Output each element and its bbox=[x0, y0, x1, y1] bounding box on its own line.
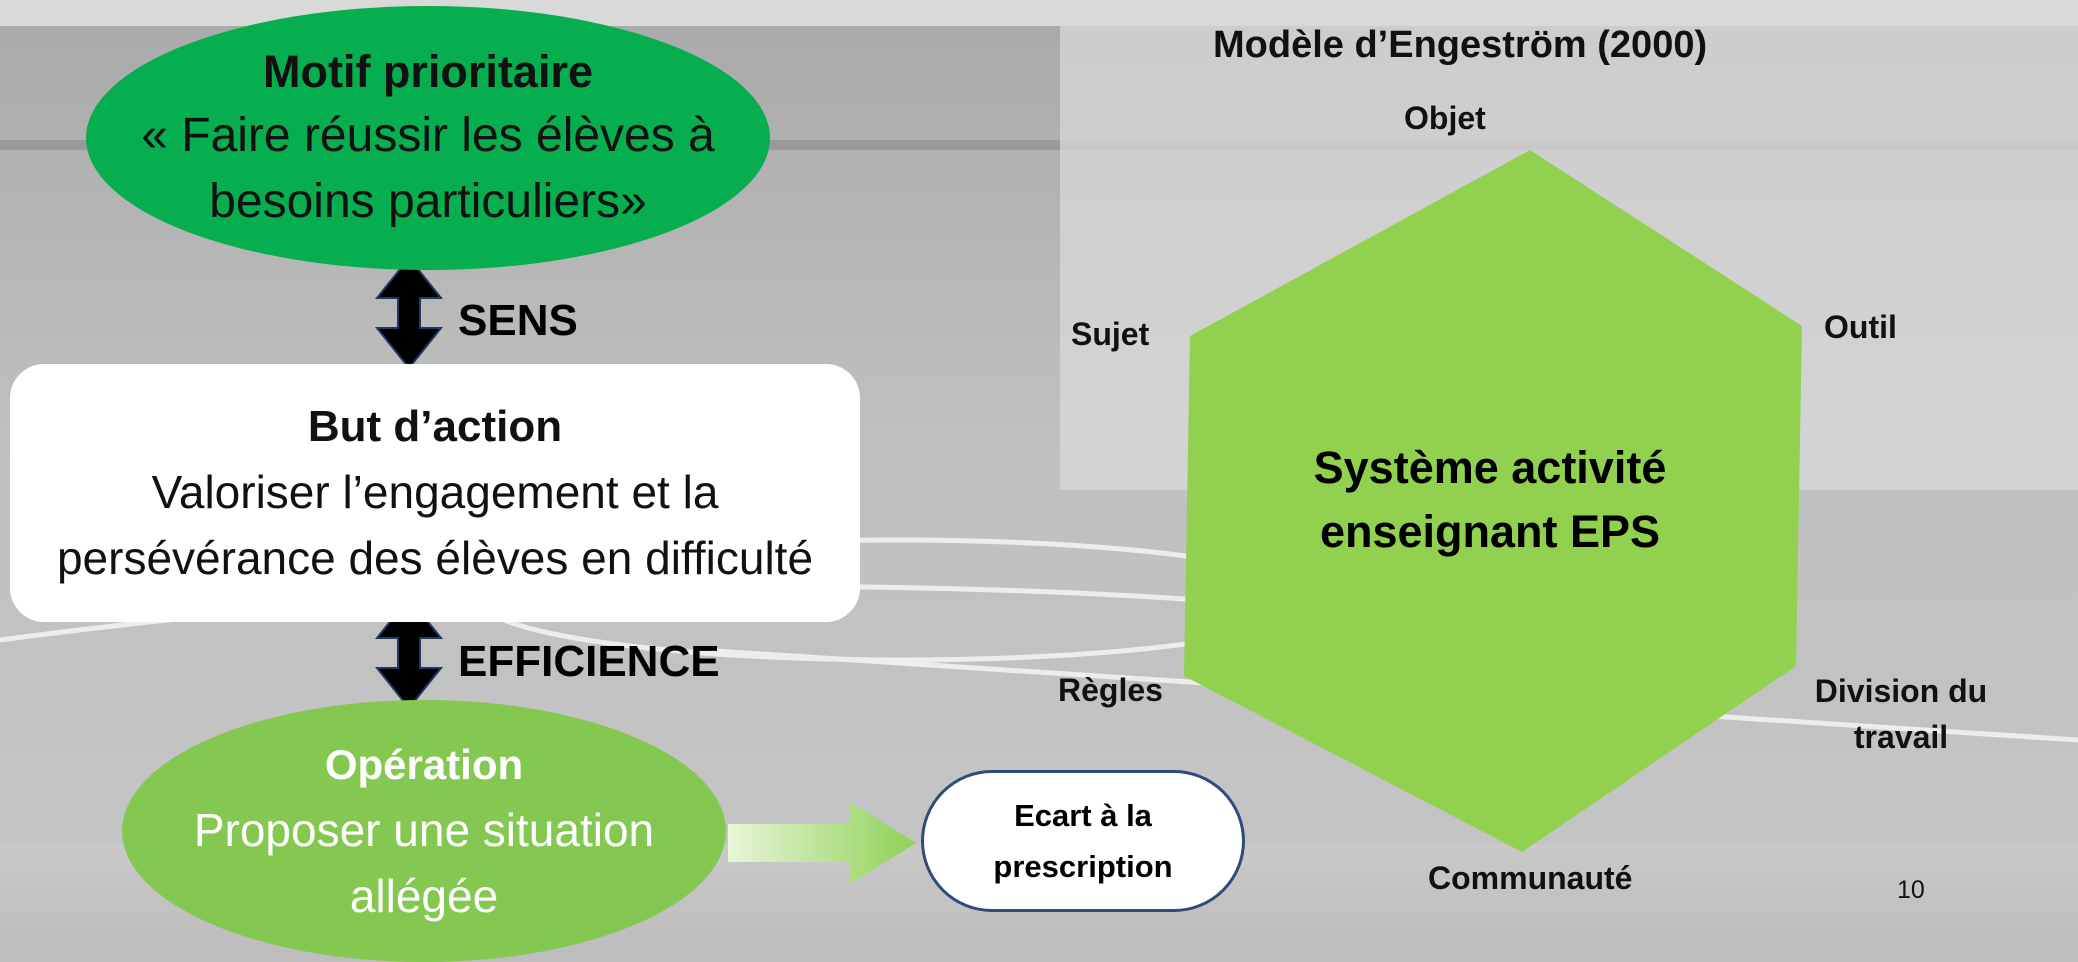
label-regles: Règles bbox=[1058, 672, 1163, 708]
ecart-line2: prescription bbox=[993, 849, 1173, 884]
sens-label: SENS bbox=[458, 296, 578, 345]
but-line2: persévérance des élèves en difficulté bbox=[56, 532, 814, 584]
motif-title: Motif prioritaire bbox=[262, 46, 593, 97]
operation-ellipse: Opération Proposer une situation allégée bbox=[122, 700, 726, 962]
page-number: 10 bbox=[1897, 876, 1925, 904]
motif-ellipse: Motif prioritaire « Faire réussir les él… bbox=[86, 6, 770, 270]
label-division-line2: travail bbox=[1853, 719, 1949, 755]
efficience-label: EFFICIENCE bbox=[458, 637, 720, 686]
label-division-du-travail: Division du travail bbox=[1806, 668, 1996, 760]
label-objet: Objet bbox=[1404, 100, 1486, 136]
hexagon-line2: enseignant EPS bbox=[1319, 506, 1661, 557]
motif-line1: « Faire réussir les élèves à bbox=[141, 109, 715, 162]
operation-title: Opération bbox=[324, 741, 524, 788]
operation-line2: allégée bbox=[349, 870, 499, 922]
hexagon-label: Système activité enseignant EPS bbox=[1220, 436, 1760, 564]
label-outil: Outil bbox=[1824, 309, 1897, 345]
sens-double-arrow bbox=[374, 256, 444, 370]
model-title: Modèle d’Engeström (2000) bbox=[1213, 24, 1708, 66]
hexagon-line1: Système activité bbox=[1313, 442, 1667, 493]
ecart-prescription-box: Ecart à la prescription bbox=[921, 770, 1245, 912]
but-line1: Valoriser l’engagement et la bbox=[151, 466, 719, 518]
activity-system-hexagon bbox=[1184, 150, 1802, 852]
label-sujet: Sujet bbox=[1071, 316, 1150, 352]
but-action-box: But d’action Valoriser l’engagement et l… bbox=[10, 364, 860, 622]
ecart-line1: Ecart à la bbox=[1014, 798, 1152, 833]
right-arrow-to-ecart bbox=[728, 802, 916, 884]
operation-line1: Proposer une situation bbox=[193, 804, 655, 856]
label-division-line1: Division du bbox=[1814, 673, 1988, 709]
motif-line2: besoins particuliers» bbox=[209, 175, 647, 228]
label-communaute: Communauté bbox=[1428, 860, 1633, 896]
but-title: But d’action bbox=[307, 402, 563, 451]
